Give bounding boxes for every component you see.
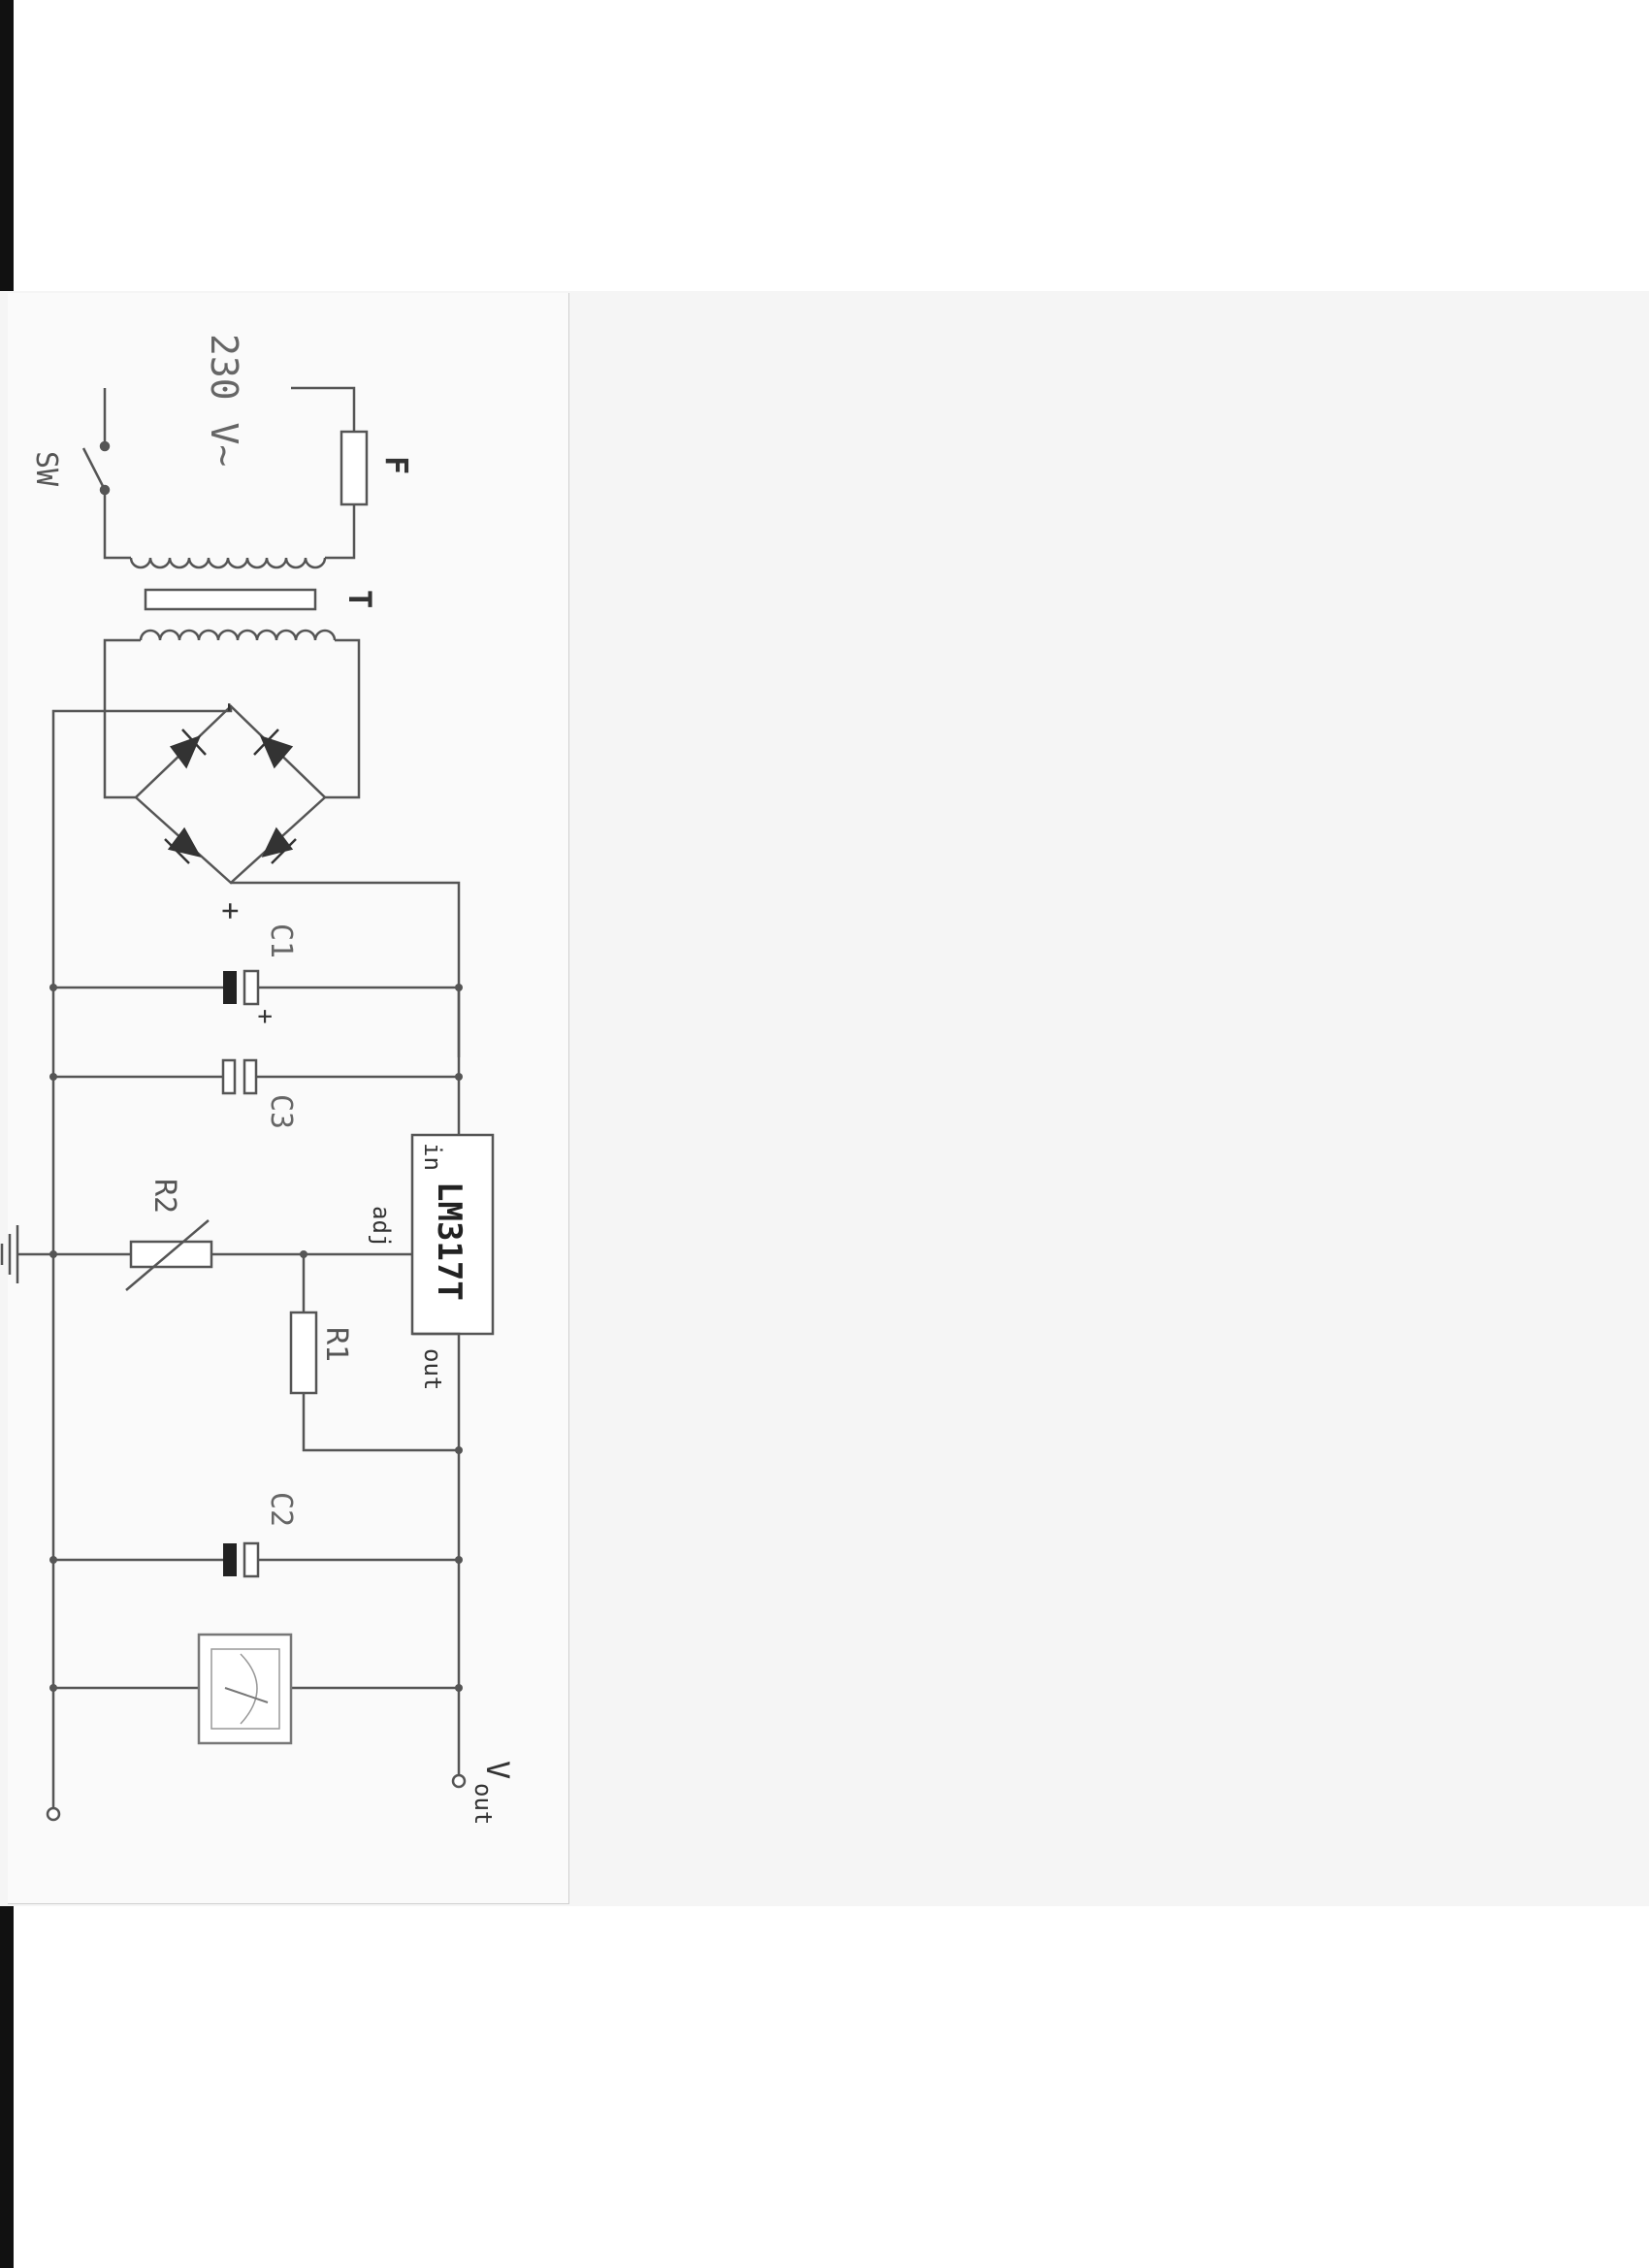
label-fuse: F xyxy=(378,456,415,474)
scanner-edge-top xyxy=(0,0,14,291)
fuse xyxy=(340,430,369,506)
diode xyxy=(169,734,202,769)
meter-needle xyxy=(224,1687,269,1703)
transformer-primary-coil xyxy=(129,557,327,569)
label-c2: C2 xyxy=(264,1492,298,1527)
wire xyxy=(302,1393,459,1452)
r1-resistor xyxy=(289,1311,318,1395)
diode xyxy=(259,734,294,769)
label-switch: SW xyxy=(29,451,63,487)
r2-resistor xyxy=(129,1240,213,1269)
label-c1-polarity: + xyxy=(250,1009,279,1024)
label-r2: R2 xyxy=(147,1179,181,1214)
label-regulator: LM317T xyxy=(430,1182,469,1301)
terminal-ground xyxy=(46,1806,61,1822)
capacitor-c1 xyxy=(223,969,260,1006)
wire xyxy=(325,638,361,799)
label-mains: 230 V~ xyxy=(203,334,245,467)
bridge-rectifier xyxy=(134,704,327,885)
label-pin-in: in xyxy=(419,1143,446,1171)
ground-symbol xyxy=(0,1225,19,1283)
terminal-vout xyxy=(451,1773,467,1789)
lm317t-box xyxy=(410,1133,495,1336)
transformer-secondary-coil xyxy=(139,629,337,641)
transformer-core xyxy=(144,588,317,611)
output-rail xyxy=(412,1332,461,1775)
label-c3: C3 xyxy=(264,1094,298,1129)
label-bridge-minus: - xyxy=(213,698,247,716)
label-vout: V xyxy=(479,1761,516,1779)
switch xyxy=(81,440,111,496)
label-pin-out: out xyxy=(419,1348,446,1390)
meter-scale xyxy=(240,1653,258,1725)
ground-rail xyxy=(51,706,233,1809)
wire xyxy=(103,490,131,560)
label-r1: R1 xyxy=(319,1327,353,1362)
capacitor-c2 xyxy=(223,1541,260,1578)
label-transformer: T xyxy=(341,590,378,608)
label-pin-adj: adj xyxy=(368,1206,395,1247)
junction-dots xyxy=(49,984,463,1692)
wire xyxy=(103,638,141,799)
diode xyxy=(167,826,202,858)
r2-variable-arrow xyxy=(125,1219,210,1291)
wire xyxy=(291,386,356,432)
capacitor-c3 xyxy=(221,1058,258,1095)
label-vout-sub: out xyxy=(469,1783,497,1825)
label-c1: C1 xyxy=(264,923,298,958)
scanner-edge-bottom xyxy=(0,1906,14,2268)
wire xyxy=(325,504,356,560)
bridge-diodes xyxy=(164,729,297,864)
label-bridge-plus: + xyxy=(213,902,247,920)
